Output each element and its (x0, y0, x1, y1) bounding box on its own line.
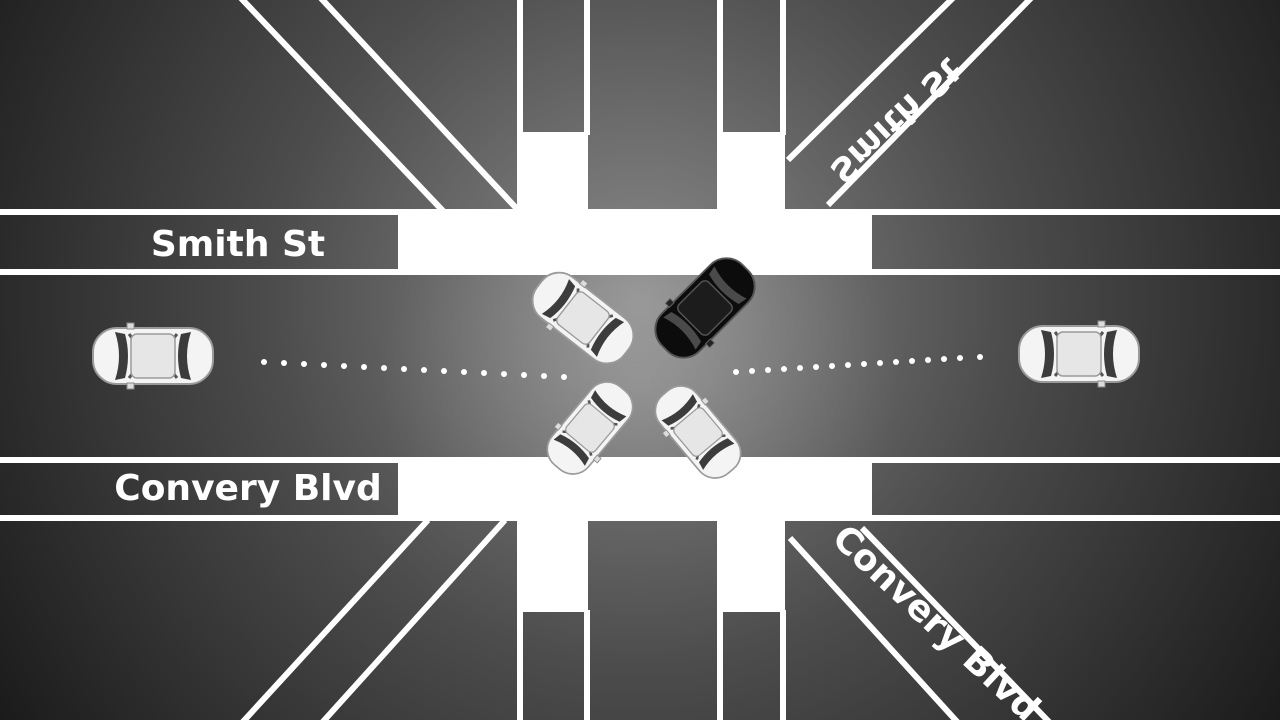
dotted-path-left (261, 359, 567, 380)
street-label-smith: Smith St (151, 224, 325, 265)
diagonal-road-lines (238, 0, 1052, 720)
car-west-approach-icon (91, 321, 215, 391)
vertical-road-lines (517, 0, 786, 720)
dotted-path-right (733, 354, 983, 375)
crosswalk-blocks-horizontal (398, 210, 872, 521)
car-east-approach-icon (1017, 319, 1141, 389)
intersection-glow (380, 272, 900, 460)
crosswalk-blocks-vertical (517, 132, 785, 612)
street-label-convery: Convery Blvd (114, 468, 381, 509)
